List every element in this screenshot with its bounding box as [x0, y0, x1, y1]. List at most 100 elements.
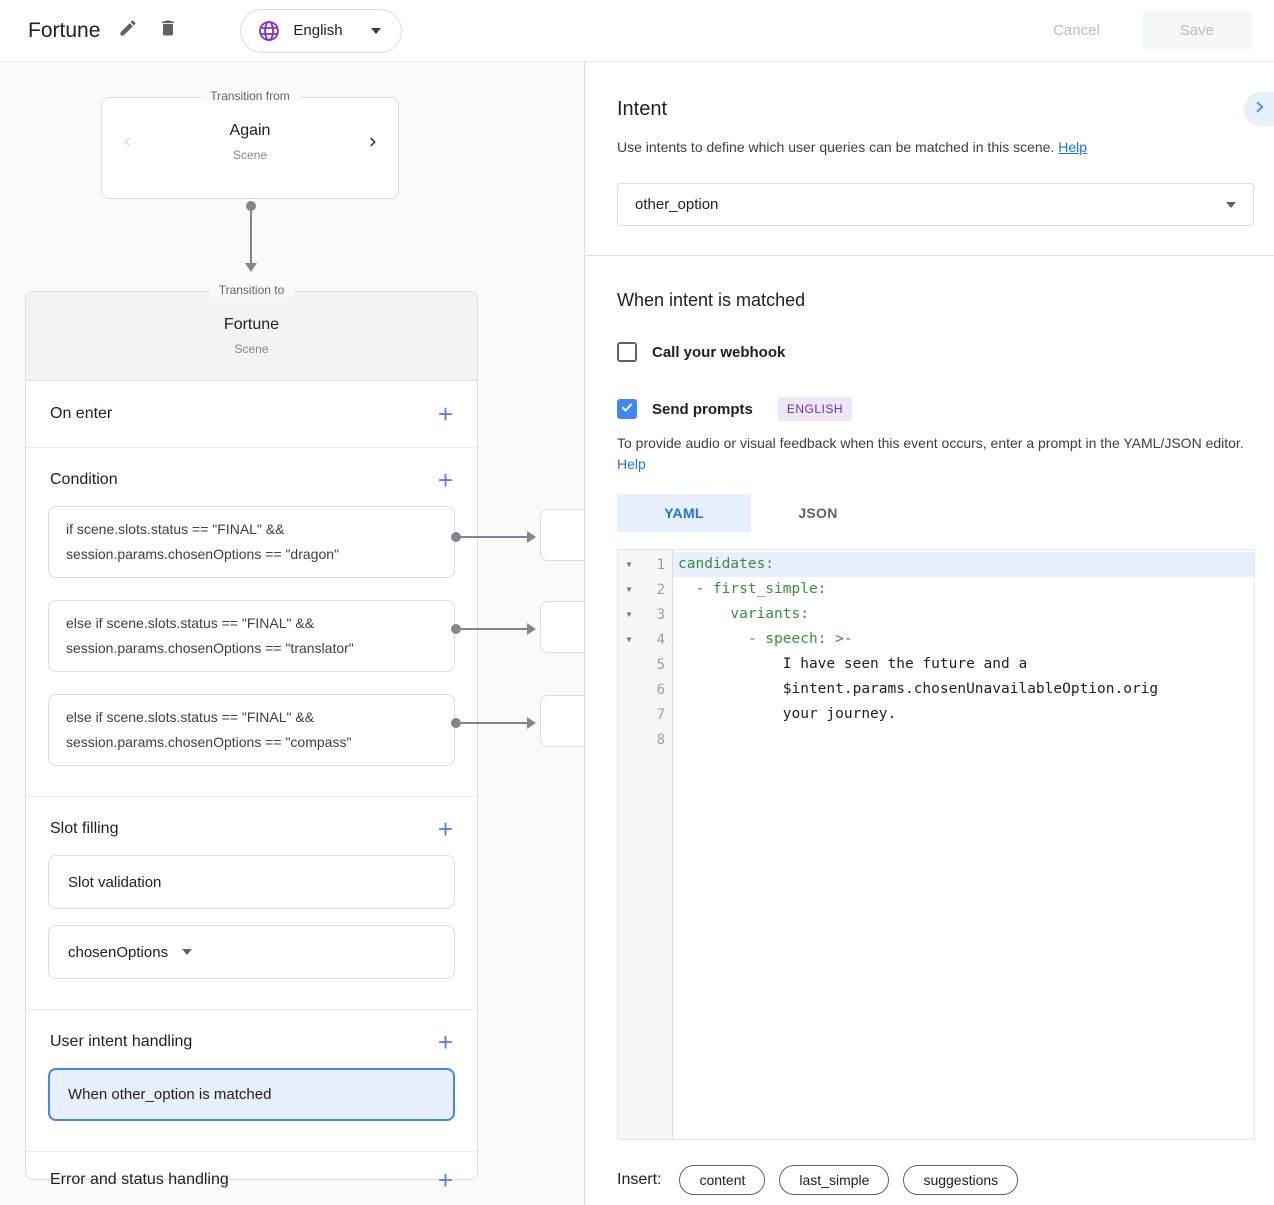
webhook-checkbox[interactable] — [617, 342, 637, 362]
intent-description: Use intents to define which user queries… — [617, 139, 1088, 155]
intent-handler-box-selected[interactable]: When other_option is matched — [48, 1068, 455, 1121]
cancel-button[interactable]: Cancel — [1035, 12, 1118, 49]
condition-box[interactable]: else if scene.slots.status == "FINAL" &&… — [48, 694, 455, 766]
panel-divider — [586, 255, 1274, 256]
condition-target-box[interactable] — [540, 509, 584, 561]
chevron-down-icon — [370, 27, 381, 34]
prompt-help-link[interactable]: Help — [617, 456, 646, 472]
next-scene-button[interactable] — [360, 132, 384, 156]
tab-json[interactable]: JSON — [798, 505, 838, 521]
transition-from-label: Transition from — [200, 89, 300, 103]
condition-connector — [451, 717, 541, 730]
intent-detail-panel: Intent Use intents to define which user … — [586, 62, 1274, 1205]
condition-box[interactable]: else if scene.slots.status == "FINAL" &&… — [48, 600, 455, 672]
intent-panel-title: Intent — [617, 98, 668, 120]
prev-scene-button[interactable] — [116, 132, 140, 156]
slot-filling-section: Slot filling + Slot validation chosenOpt… — [26, 797, 477, 1010]
slot-validation-box[interactable]: Slot validation — [48, 855, 455, 909]
slot-filling-label: Slot filling — [50, 820, 119, 837]
chevron-down-icon — [1226, 201, 1236, 208]
pencil-icon — [118, 18, 138, 43]
line-number: 4 — [656, 631, 665, 648]
language-badge: ENGLISH — [777, 397, 853, 421]
condition-target-box[interactable] — [540, 695, 584, 747]
insert-toolbar: Insert: content last_simple suggestions — [617, 1165, 1019, 1195]
scene-subtitle: Scene — [234, 342, 269, 356]
delete-scene-button[interactable] — [148, 11, 188, 51]
slot-param-label: chosenOptions — [68, 943, 169, 961]
condition-line2: session.params.chosenOptions == "transla… — [66, 640, 354, 656]
condition-line1: if scene.slots.status == "FINAL" && — [66, 521, 285, 537]
fold-arrow-icon[interactable]: ▼ — [626, 560, 632, 569]
check-icon — [620, 400, 634, 419]
slot-validation-label: Slot validation — [68, 873, 162, 891]
scene-title: Fortune — [223, 316, 280, 333]
insert-snippet-button[interactable]: suggestions — [903, 1165, 1019, 1195]
editor-code[interactable]: candidates: - first_simple: variants: - … — [673, 550, 1254, 1139]
add-condition-button[interactable]: + — [437, 465, 453, 495]
slot-param-box[interactable]: chosenOptions — [48, 925, 455, 979]
transition-from-card[interactable]: Transition from Again Scene — [101, 89, 399, 199]
send-prompts-checkbox[interactable] — [617, 399, 637, 419]
transition-to-card: Transition to Fortune Scene On enter + C… — [25, 283, 478, 1193]
condition-line1: else if scene.slots.status == "FINAL" && — [66, 615, 315, 631]
condition-connector — [451, 623, 541, 636]
tab-yaml[interactable]: YAML — [617, 494, 751, 532]
code-line[interactable]: - first_simple: — [678, 581, 827, 597]
add-slot-button[interactable]: + — [437, 814, 453, 844]
from-scene-title: Again — [229, 122, 271, 139]
code-line[interactable]: I have seen the future and a — [678, 656, 1028, 672]
send-prompts-checkbox-row[interactable]: Send prompts ENGLISH — [617, 397, 853, 421]
chevron-right-icon — [364, 134, 380, 155]
code-line[interactable]: - speech: >- — [678, 631, 853, 647]
scene-canvas: Transition from Again Scene Transition t… — [0, 62, 585, 1205]
fold-arrow-icon[interactable]: ▼ — [626, 585, 632, 594]
add-on-enter-button[interactable]: + — [437, 399, 453, 429]
code-line[interactable]: your journey. — [678, 706, 897, 722]
collapse-panel-button[interactable] — [1244, 92, 1274, 126]
when-matched-title: When intent is matched — [617, 290, 806, 310]
fold-arrow-icon[interactable]: ▼ — [626, 635, 632, 644]
insert-snippet-button[interactable]: content — [679, 1165, 766, 1195]
chevron-left-icon — [120, 134, 136, 155]
condition-line2: session.params.chosenOptions == "dragon" — [66, 546, 339, 562]
user-intent-label: User intent handling — [50, 1033, 193, 1050]
line-number: 3 — [656, 606, 665, 623]
line-number: 6 — [656, 681, 665, 698]
arrow-down-icon — [245, 263, 257, 272]
intent-dropdown[interactable]: other_option — [617, 183, 1254, 226]
webhook-checkbox-row[interactable]: Call your webhook — [617, 342, 785, 362]
code-line[interactable]: candidates: — [673, 552, 1254, 577]
selected-intent: other_option — [635, 196, 719, 213]
yaml-editor[interactable]: ▼ 1 ▼ 2 ▼ 3 ▼ 4 — [617, 549, 1255, 1140]
line-number: 2 — [656, 581, 665, 598]
line-number: 5 — [656, 656, 665, 673]
send-prompts-label: Send prompts — [652, 400, 753, 418]
save-button[interactable]: Save — [1141, 11, 1252, 50]
intent-help-link[interactable]: Help — [1058, 139, 1088, 155]
code-line[interactable] — [673, 727, 1254, 752]
add-intent-handler-button[interactable]: + — [437, 1027, 453, 1057]
add-error-handler-button[interactable]: + — [437, 1164, 453, 1195]
chevron-down-icon — [182, 949, 193, 955]
condition-connector — [451, 531, 541, 544]
edit-title-button[interactable] — [108, 11, 148, 51]
condition-line1: else if scene.slots.status == "FINAL" && — [66, 709, 315, 725]
line-number: 8 — [656, 731, 665, 748]
code-line[interactable]: $intent.params.chosenUnavailableOption.o… — [678, 681, 1159, 697]
from-scene-subtitle: Scene — [232, 148, 268, 162]
on-enter-section: On enter + — [26, 381, 477, 448]
condition-section: Condition + if scene.slots.status == "FI… — [26, 448, 477, 797]
error-handling-section: Error and status handling + — [26, 1152, 477, 1205]
intent-handler-label: When other_option is matched — [68, 1086, 272, 1103]
language-label: English — [293, 22, 343, 39]
condition-target-box[interactable] — [540, 601, 584, 653]
arrow-right-icon — [527, 717, 536, 729]
fold-arrow-icon[interactable]: ▼ — [626, 610, 632, 619]
insert-snippet-button[interactable]: last_simple — [779, 1165, 890, 1195]
language-selector[interactable]: English — [240, 8, 402, 53]
insert-label: Insert: — [617, 1171, 662, 1188]
code-line[interactable]: variants: — [678, 606, 809, 622]
condition-box[interactable]: if scene.slots.status == "FINAL" && sess… — [48, 506, 455, 578]
